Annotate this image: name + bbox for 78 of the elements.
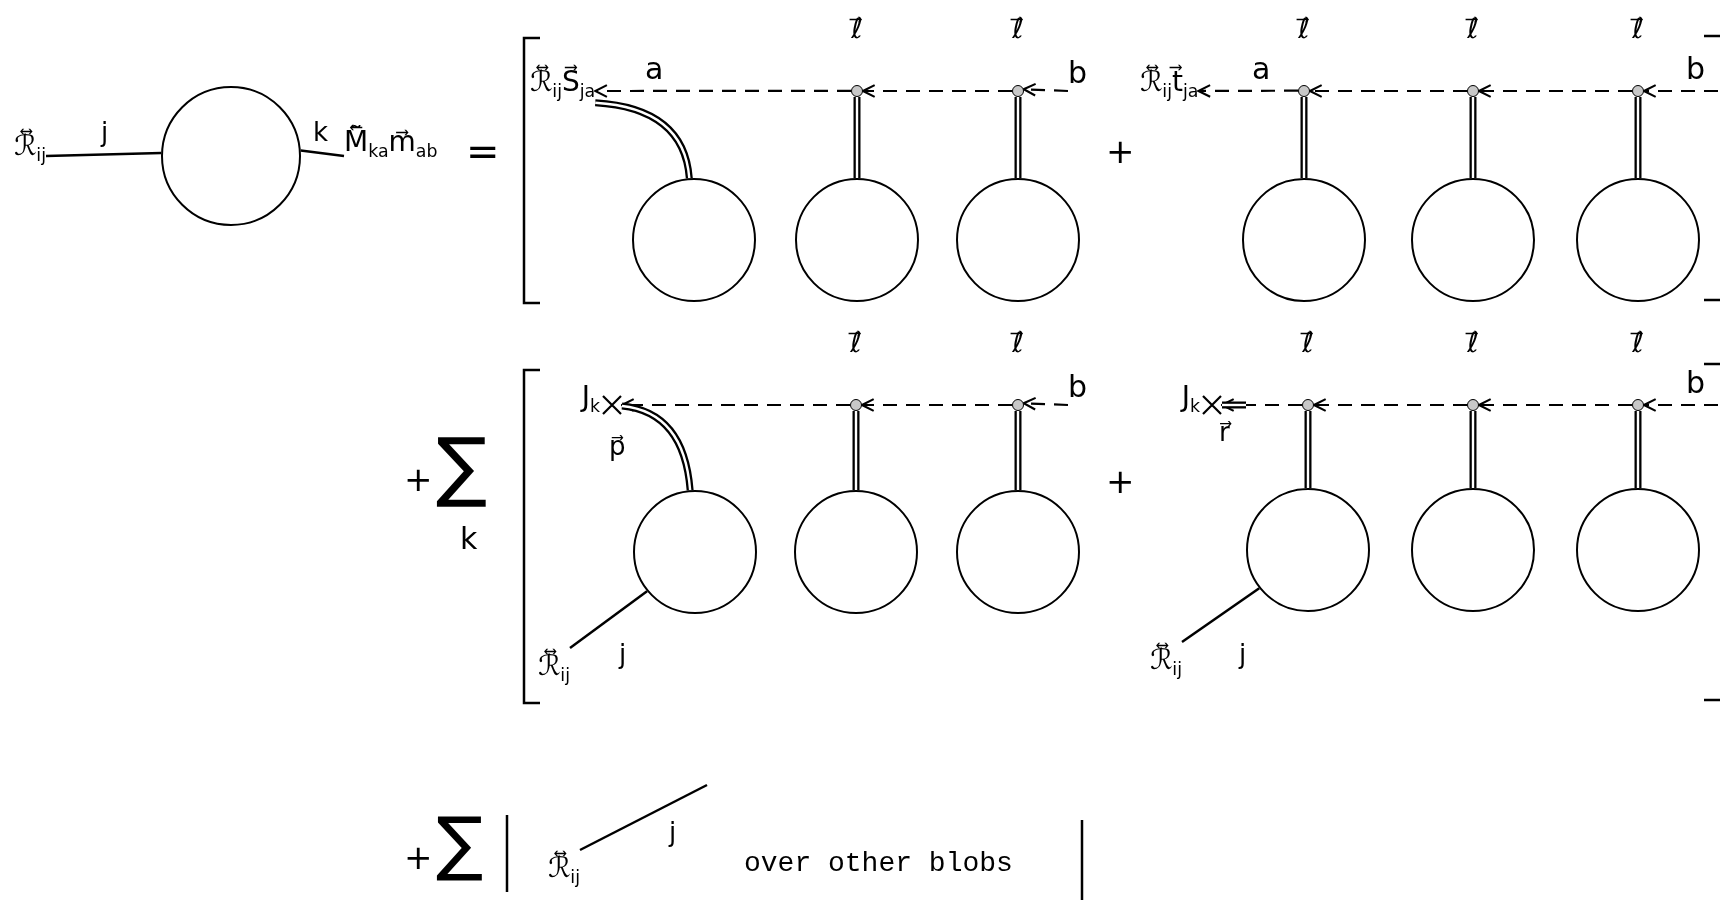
dashed-arrow	[1308, 84, 1467, 98]
plus-sign: +	[404, 458, 433, 501]
line	[579, 783, 708, 852]
plus-sign: +	[404, 836, 433, 879]
vertex-label: ℓ⃗	[1012, 11, 1024, 46]
dashed-arrow	[1022, 82, 1069, 97]
dashed-arrow	[1022, 396, 1069, 411]
line	[300, 149, 345, 158]
math-label: ℛ⃡$_{ij}$S⃗$_{ja}$	[530, 64, 596, 103]
double-line	[1304, 411, 1312, 488]
math-label: ℛ⃡$_{ij}$	[538, 648, 570, 687]
dashed-arrow	[1197, 84, 1298, 98]
double-line	[1014, 411, 1022, 490]
double-line	[1634, 411, 1642, 488]
source-label: J$_{k}$	[581, 379, 600, 418]
line	[45, 151, 162, 158]
index-label: b	[1686, 50, 1706, 88]
double-line	[1014, 97, 1022, 178]
dashed-arrow	[594, 84, 851, 98]
math-label: ℛ⃡$_{ij}$t⃗$_{ja}$	[1140, 64, 1199, 103]
dashed-arrow	[1220, 398, 1302, 412]
note-text: over other blobs	[744, 847, 1013, 881]
math-label: ℛ⃡$_{ij}$	[1150, 642, 1182, 681]
double-line	[1469, 97, 1477, 178]
vertex-label: ℓ⃗	[1632, 325, 1644, 360]
plus-sign: +	[1106, 460, 1135, 503]
vertex-label: ℓ⃗	[1012, 325, 1024, 360]
index-label: k	[460, 520, 478, 558]
index-label: b	[1686, 364, 1706, 402]
math-label: M̃⃖$_{ka}$m⃗$_{ab}$	[344, 124, 438, 163]
line	[569, 590, 648, 649]
vertex-dot	[1467, 399, 1479, 411]
double-line	[1300, 97, 1308, 178]
vertex-label: ℓ⃗	[850, 325, 862, 360]
dashed-arrow	[1312, 398, 1467, 412]
edge-label: p⃗	[608, 432, 627, 461]
cross-mark	[1201, 394, 1223, 416]
math-label: ℛ⃡$_{ij}$	[14, 128, 46, 167]
source-label: J$_{k}$	[1181, 379, 1200, 418]
math-label: b	[1068, 54, 1088, 92]
math-label: ℛ⃡$_{ij}$	[548, 850, 580, 889]
vertex-label: ℓ⃗	[1632, 11, 1644, 46]
vertex-dot	[1302, 399, 1314, 411]
double-line	[1634, 97, 1642, 178]
double-line	[1469, 411, 1477, 488]
vertex-dot	[1467, 85, 1479, 97]
equals-sign: =	[466, 127, 500, 176]
dashed-arrow	[1642, 84, 1718, 98]
double-line	[621, 402, 694, 491]
vertex-label: ℓ⃗	[1467, 11, 1479, 46]
dashed-arrow	[1477, 398, 1632, 412]
double-line	[852, 411, 860, 490]
vertex-label: ℓ⃗	[1302, 325, 1314, 360]
vertex-dot	[1632, 399, 1644, 411]
double-line	[594, 99, 693, 179]
sum-sign: ∑	[436, 801, 484, 886]
vertex-label: ℓ⃗	[1467, 325, 1479, 360]
vertex-dot	[851, 85, 863, 97]
index-label: a	[1252, 50, 1271, 88]
double-line	[853, 97, 861, 178]
vertex-label: ℓ⃗	[851, 11, 863, 46]
vertex-label: ℓ⃗	[1298, 11, 1310, 46]
math-label: b	[1068, 368, 1088, 406]
dashed-arrow	[1642, 398, 1718, 412]
dashed-arrow	[1477, 84, 1632, 98]
index-label: a	[645, 50, 664, 88]
plus-sign: +	[1106, 130, 1135, 173]
sum-sign: ∑	[436, 420, 488, 512]
double-line	[1222, 401, 1246, 409]
vertex-dot	[850, 399, 862, 411]
vertex-dot	[1632, 85, 1644, 97]
dashed-arrow	[861, 84, 1012, 98]
vertex-dot	[1012, 85, 1024, 97]
vertex-dot	[1012, 399, 1024, 411]
dashed-arrow	[860, 398, 1012, 412]
vertex-dot	[1298, 85, 1310, 97]
line	[1181, 587, 1260, 644]
cross-mark	[601, 394, 623, 416]
